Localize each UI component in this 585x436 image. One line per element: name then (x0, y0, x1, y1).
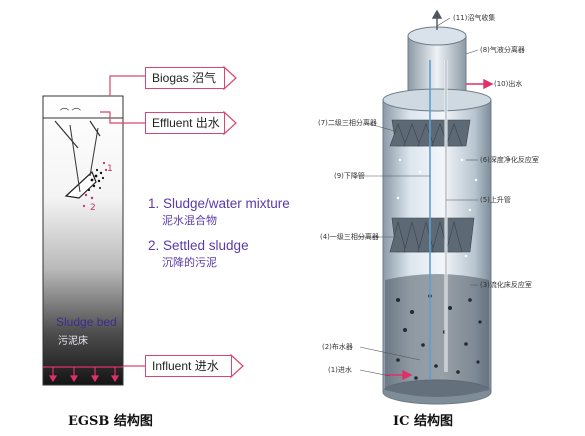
legend-item-settled-sludge: 2. Settled sludge 沉降的污泥 (148, 238, 249, 270)
ic-first-stage-separator (389, 217, 475, 253)
ic-label-first-stage-separator: (4)一级三相分离器 (320, 233, 379, 241)
marker-1: 1 (107, 164, 113, 174)
egsb-reactor-body (42, 95, 124, 386)
legend-item-en: 1. Sludge/water mixture (148, 196, 290, 211)
legend-item-zh: 泥水混合物 (162, 214, 217, 227)
legend-item-zh: 沉降的污泥 (162, 256, 217, 269)
ic-label-gas-liquid-separator: (8)气液分离器 (480, 46, 525, 54)
biogas-callout: Biogas 沼气 (145, 67, 225, 89)
ic-label-inlet: (1)进水 (328, 366, 352, 374)
svg-text:⌒ ⌒: ⌒ ⌒ (60, 108, 81, 119)
egsb-baffle (54, 120, 101, 149)
ic-label-outlet: (10)出水 (494, 80, 523, 88)
ic-label-biogas-collection: (11)沼气收集 (453, 14, 496, 22)
ic-caption: IC 结构图 (393, 414, 453, 429)
ic-label-riser: (5)上升管 (480, 196, 511, 204)
marker-2: 2 (90, 203, 96, 213)
ic-label-downcomer: (9)下降管 (334, 172, 365, 180)
egsb-caption: EGSB 结构图 (68, 414, 153, 429)
ic-label-polishing-zone: (6)深度净化反应室 (480, 156, 539, 164)
sludge-bed-label-zh: 污泥床 (58, 336, 88, 347)
ic-label-second-stage-separator: (7)二级三相分离器 (318, 119, 377, 127)
egsb-separator (64, 170, 97, 199)
sludge-bed-label: Sludge bed (56, 315, 117, 329)
ic-label-distributor: (2)布水器 (322, 343, 353, 351)
effluent-callout: Effluent 出水 (145, 112, 225, 134)
legend-item-en: 2. Settled sludge (148, 238, 249, 253)
influent-callout: Influent 进水 (145, 355, 232, 377)
legend-item-sludge-water: 1. Sludge/water mixture 泥水混合物 (148, 196, 290, 228)
ic-label-fluidized-bed-zone: (3)流化床反应室 (480, 281, 532, 289)
